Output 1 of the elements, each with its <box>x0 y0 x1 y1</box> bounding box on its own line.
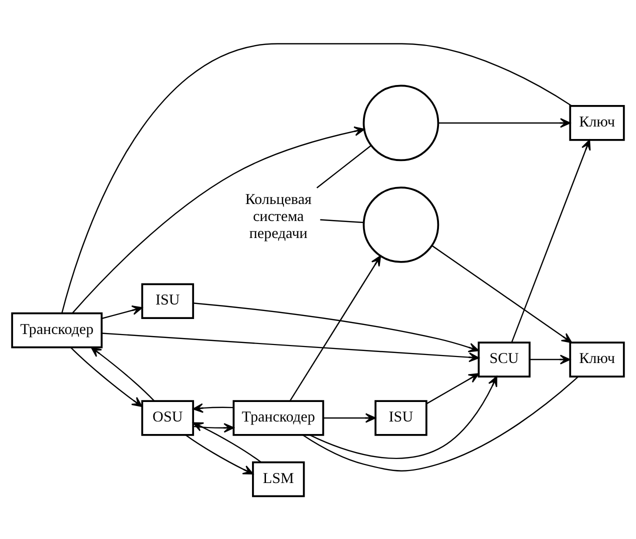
node-text: Кольцевая система передачи <box>245 191 312 242</box>
